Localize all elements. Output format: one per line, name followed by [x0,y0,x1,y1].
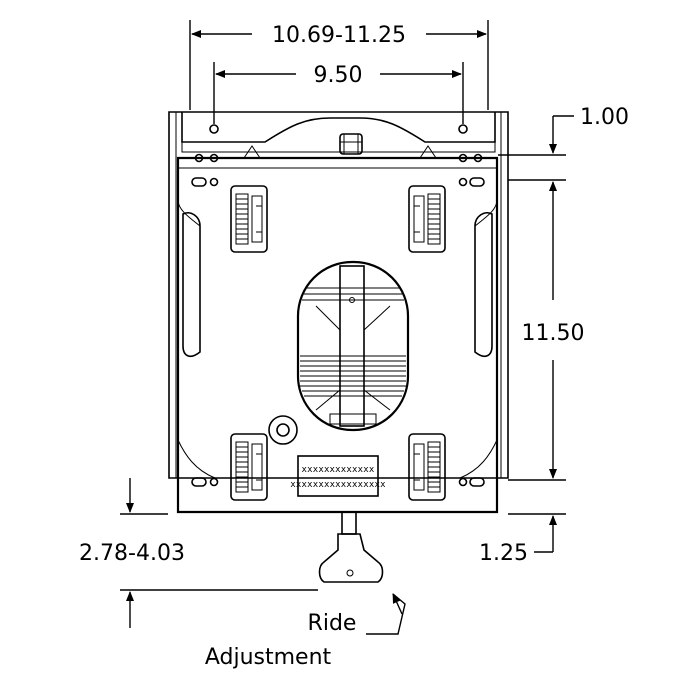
suspension-body [168,111,509,514]
dimension-height: 11.50 [508,181,585,481]
ride-adjustment-callout: Ride Adjustment [205,593,406,670]
dimension-ride-range: 2.78-4.03 [79,478,318,628]
center-spring-mechanism [296,260,410,432]
dim-overall-width-label: 10.69-11.25 [272,23,406,48]
slot-bracket-top-left [230,185,268,253]
ride-label-line-2: Adjustment [205,645,332,670]
dim-top-offset-label: 1.00 [580,105,629,130]
dimension-overall-width: 10.69-11.25 [189,20,489,110]
dimension-top-offset: 1.00 [498,105,629,181]
dim-hole-spacing-label: 9.50 [314,63,363,88]
slot-bracket-bottom-left [230,433,268,501]
plate-text-line-1: xxxxxxxxxxxxx [301,465,374,475]
mounting-holes [191,124,485,487]
slot-bracket-bottom-right [408,433,446,501]
adjustment-knob [268,415,298,445]
slot-bracket-top-right [408,185,446,253]
dimension-bottom-offset: 1.25 [479,513,566,566]
ride-label-line-1: Ride [308,611,357,636]
dimension-hole-spacing: 9.50 [213,62,464,124]
label-plate: xxxxxxxxxxxxx xxxxxxxxxxxxxxxxx [290,455,386,497]
dim-bottom-offset-label: 1.25 [479,541,528,566]
plate-text-line-2: xxxxxxxxxxxxxxxxx [290,480,386,490]
dim-height-label: 11.50 [522,321,585,346]
dim-ride-range-label: 2.78-4.03 [79,541,185,566]
ride-adjustment-handle[interactable] [318,511,384,583]
